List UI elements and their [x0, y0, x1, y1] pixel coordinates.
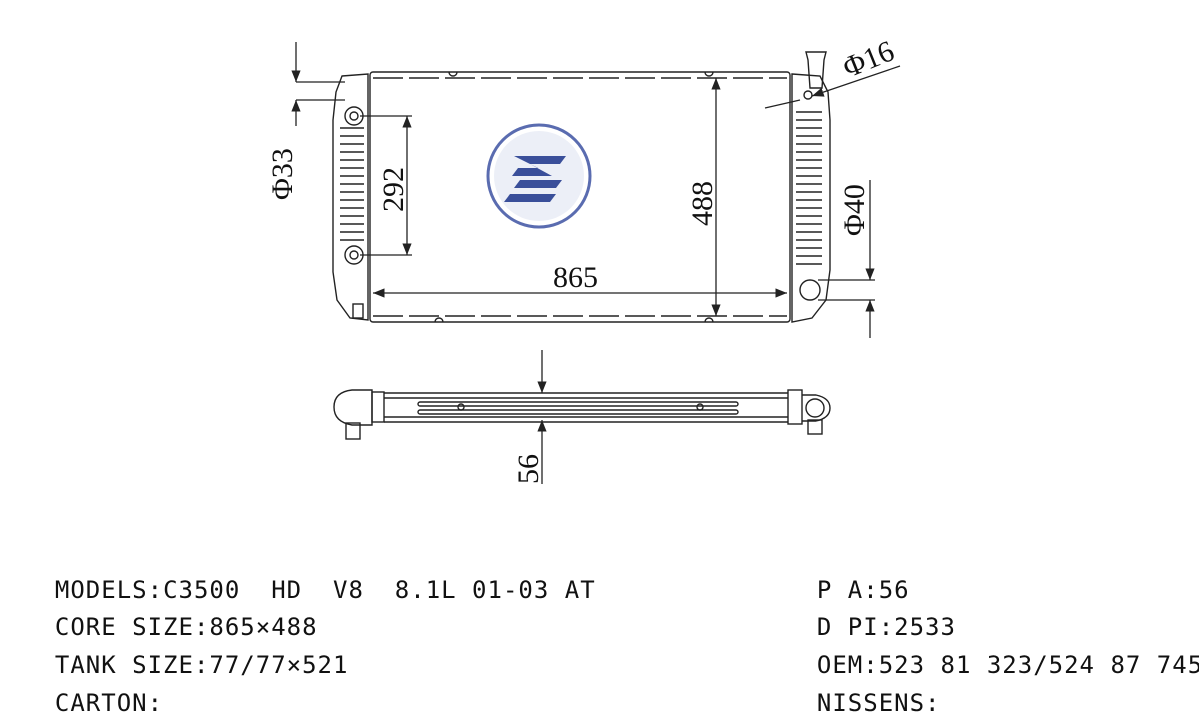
- left-tank: [332, 73, 369, 321]
- spec-pa-label: P A:: [816, 576, 879, 604]
- spec-oem-label: OEM:: [816, 651, 879, 679]
- filler-neck: [805, 51, 827, 89]
- spec-carton: CARTON:: [24, 661, 163, 717]
- dim-core-thickness: 56: [512, 454, 545, 484]
- spec-models-value: C3500 HD V8 8.1L 01-03 AT: [163, 576, 596, 604]
- dim-inlet-spacing: 292: [377, 167, 410, 212]
- spec-oem: OEM:523 81 323/524 87 745: [786, 623, 1199, 679]
- dim-diameter-left: Φ33: [266, 148, 299, 200]
- spec-tank-size: TANK SIZE:77/77×521: [24, 623, 348, 679]
- company-logo-icon: [486, 123, 592, 229]
- radiator-technical-drawing: 865 488 292 Φ33 Φ16 Φ40 56: [266, 34, 901, 484]
- front-view: [332, 51, 831, 323]
- spec-pa-value: 56: [878, 576, 910, 604]
- dim-diameter-outlet: Φ40: [838, 184, 871, 236]
- left-tank-fins: [340, 127, 364, 241]
- spec-core-size-label: CORE SIZE:: [54, 613, 210, 641]
- dim-core-width: 865: [553, 261, 598, 294]
- radiator-core: [369, 71, 791, 323]
- spec-oem-value: 523 81 323/524 87 745: [878, 651, 1199, 679]
- spec-pa: P A:56: [786, 548, 910, 604]
- spec-dpi-label: D PI:: [816, 613, 895, 641]
- spec-models: MODELS:C3500 HD V8 8.1L 01-03 AT: [24, 548, 596, 604]
- spec-tank-size-label: TANK SIZE:: [54, 651, 210, 679]
- spec-core-size-value: 865×488: [209, 613, 318, 641]
- right-tank: [791, 73, 831, 323]
- spec-models-label: MODELS:: [54, 576, 164, 604]
- dim-core-height: 488: [686, 181, 719, 226]
- outlet-fitting: [799, 279, 821, 301]
- spec-core-size: CORE SIZE:865×488: [24, 585, 318, 641]
- dimension-lines: [291, 42, 901, 484]
- dim-diameter-filler: Φ16: [838, 34, 899, 84]
- spec-nissens-label: NISSENS:: [816, 689, 941, 717]
- spec-dpi-value: 2533: [894, 613, 956, 641]
- spec-carton-label: CARTON:: [54, 689, 164, 717]
- side-view: [333, 389, 831, 440]
- spec-nissens: NISSENS:: [786, 661, 941, 717]
- spec-tank-size-value: 77/77×521: [209, 651, 349, 679]
- right-tank-fins: [796, 111, 822, 265]
- spec-dpi: D PI:2533: [786, 585, 956, 641]
